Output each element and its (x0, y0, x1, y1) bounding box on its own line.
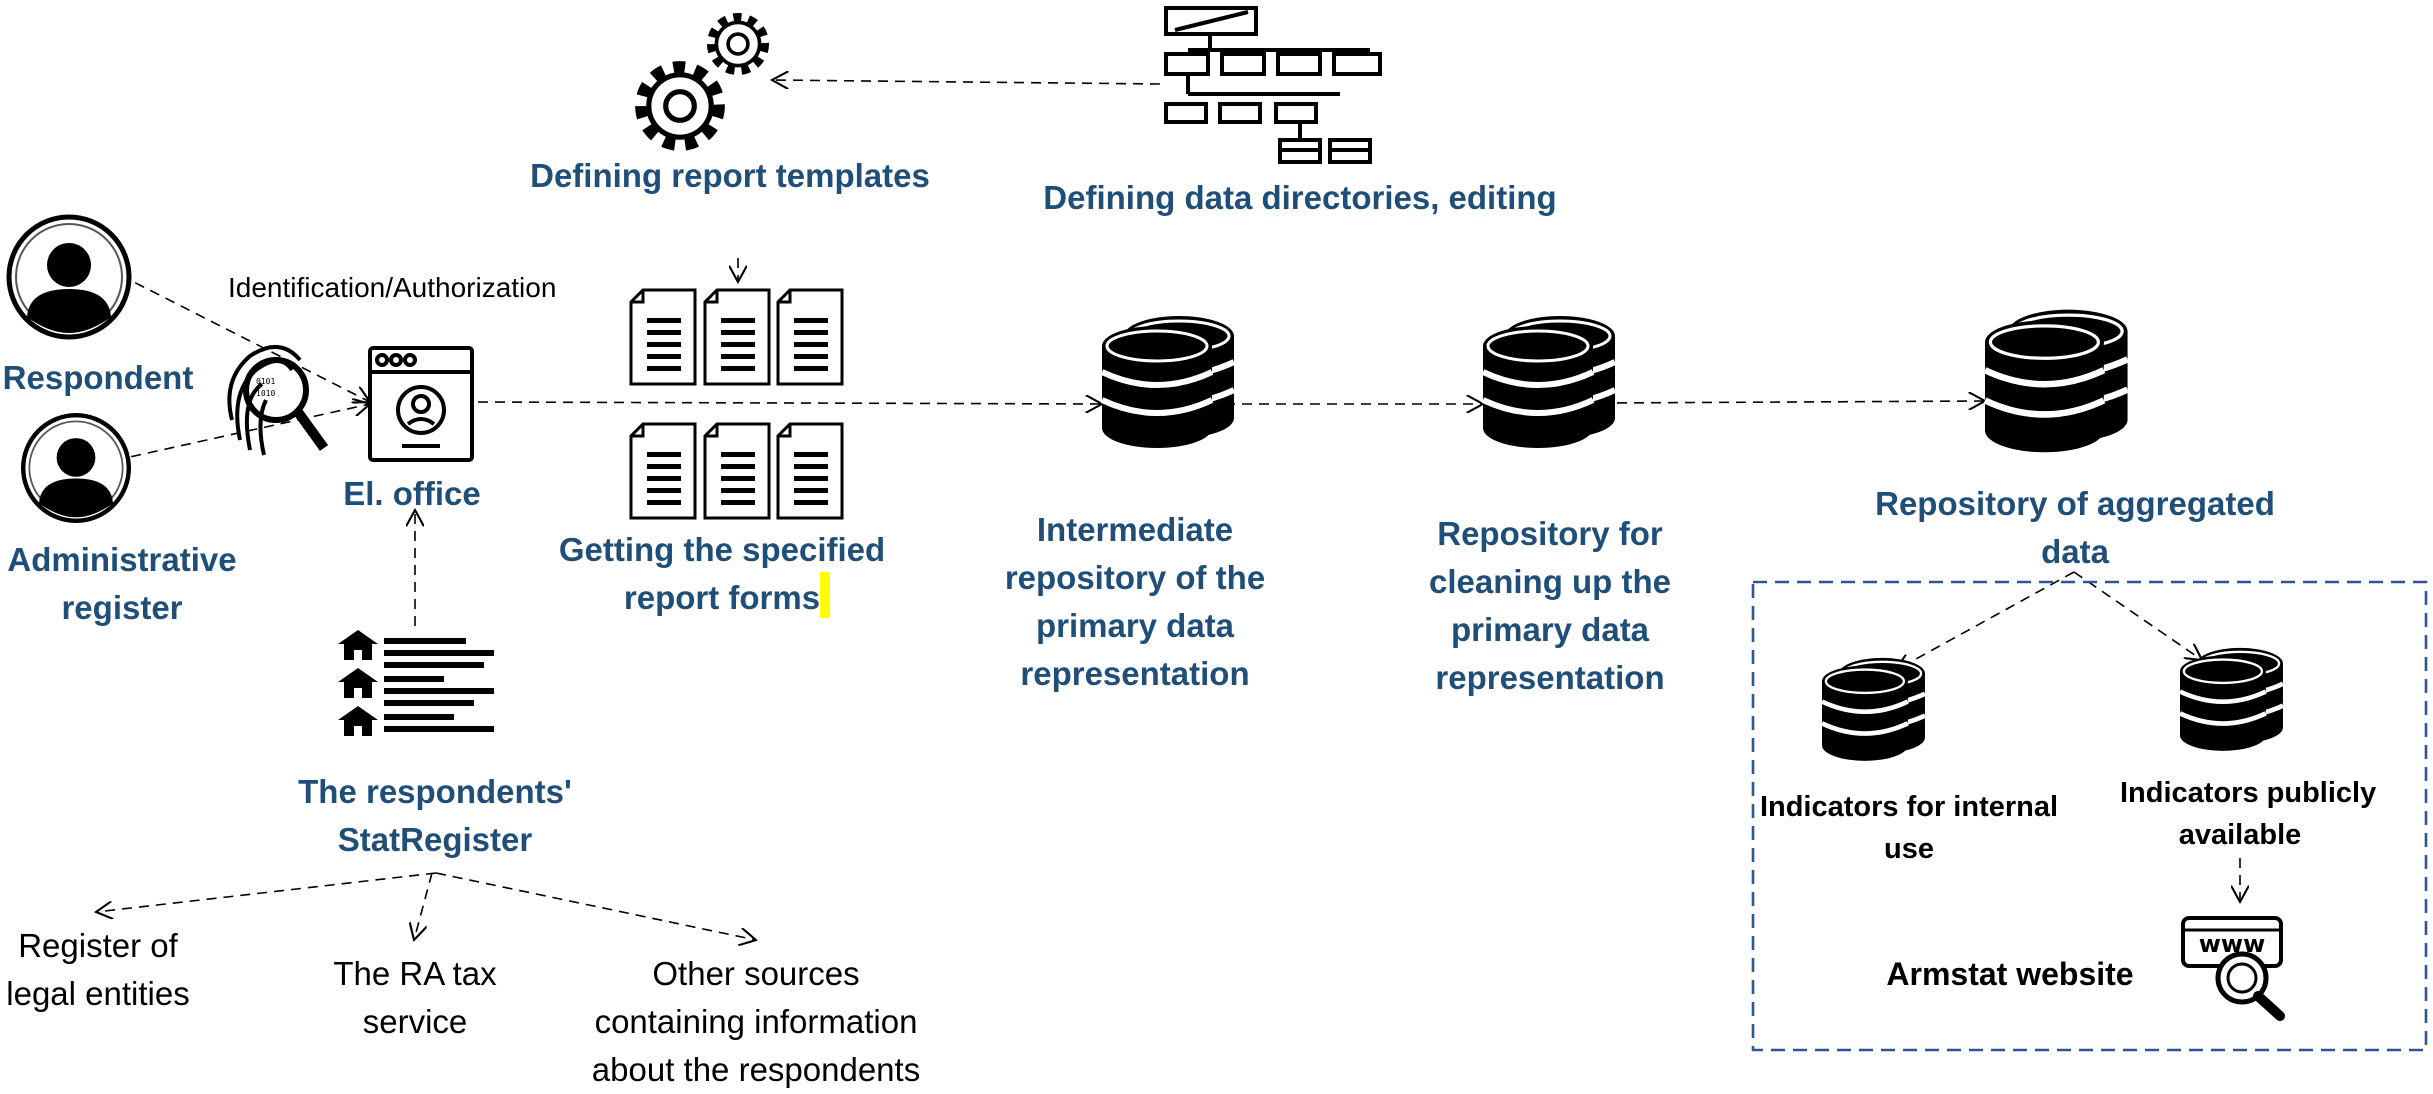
label-indicators-internal: Indicators for internal use (1746, 786, 2072, 870)
document-icon (703, 422, 771, 520)
label-getting-report-forms: Getting the specified report forms (550, 526, 894, 622)
label-line: Intermediate (1036, 511, 1234, 548)
label-administrative-register: Administrative register (0, 536, 244, 632)
arrow-admin-register-to-office (97, 404, 370, 465)
label-line: legal entities (6, 975, 190, 1012)
label-line: Indicators publicly (2120, 777, 2377, 809)
arrow-statregister-to-tax-service (414, 872, 433, 940)
label-line: The RA tax (333, 955, 497, 992)
document-icon (629, 422, 697, 520)
arrow-directories-to-templates (772, 80, 1161, 84)
document-icon (776, 422, 844, 520)
connectors (96, 80, 2240, 940)
label-indicators-public: Indicators publicly available (2120, 772, 2377, 856)
arrow-aggregated-to-internal (1896, 571, 2075, 670)
person-icon (23, 415, 129, 521)
label-aggregated-repository: Repository of aggregated data (1860, 480, 2290, 576)
label-stat-register: The respondents' StatRegister (270, 768, 600, 864)
label-line: use (1884, 833, 1934, 865)
label-line: repository of the (1004, 559, 1266, 596)
directory-tree-icon (1164, 6, 1382, 164)
publication-frame (1751, 580, 2428, 1052)
arrow-aggregated-to-public (2073, 571, 2202, 660)
arrow-cleaning-to-aggregated (1599, 401, 1985, 403)
label-el-office: El. office (343, 475, 481, 512)
label-defining-data-directories: Defining data directories, editing (1043, 179, 1557, 216)
label-line: data (2041, 533, 2109, 570)
fingerprint-search-icon: 0101 1010 (227, 345, 329, 456)
label-line: Register of (18, 927, 178, 964)
database-icon (1985, 310, 2128, 453)
www-text: www (2199, 930, 2266, 958)
document-icon (776, 288, 844, 386)
label-line: service (362, 1003, 468, 1040)
label-line: primary data (1035, 607, 1235, 644)
house-register-icon (338, 630, 494, 736)
label-line: containing information (594, 1003, 918, 1040)
label-line: Repository of aggregated (1875, 485, 2275, 522)
database-icon (1483, 316, 1615, 448)
label-line: Repository for (1437, 515, 1663, 552)
label-line: about the respondents (591, 1051, 921, 1088)
text-highlight-mark (820, 572, 830, 618)
label-line: Other sources (652, 955, 860, 992)
document-icon (629, 288, 697, 386)
label-cleaning-repository: Repository for cleaning up the primary d… (1410, 510, 1690, 702)
label-line: Indicators for internal (1759, 791, 2059, 823)
document-icon (703, 288, 771, 386)
label-defining-report-templates: Defining report templates (530, 157, 930, 194)
www-search-icon: www (2181, 916, 2285, 1021)
document-icon-group-top (629, 288, 844, 386)
label-ra-tax-service: The RA tax service (300, 950, 530, 1046)
label-line: Getting the specified (558, 531, 886, 568)
label-line: cleaning up the (1428, 563, 1672, 600)
arrow-statregister-to-other-sources (435, 872, 756, 940)
database-icon (1102, 316, 1234, 448)
arrow-office-to-intermediate (477, 402, 1102, 404)
label-line: representation (1435, 659, 1665, 696)
label-line: Administrative (7, 541, 237, 578)
label-identification-authorization: Identification/Authorization (228, 272, 557, 303)
label-intermediate-repository: Intermediate repository of the primary d… (1000, 506, 1270, 698)
label-armstat-website: Armstat website (1886, 956, 2134, 992)
gears-icon (641, 17, 765, 145)
svg-text:0101: 0101 (256, 377, 275, 386)
label-line: The respondents' (298, 773, 572, 810)
arrow-statregister-to-legal-entities (96, 872, 437, 912)
person-icon (9, 217, 129, 337)
database-icon (2180, 648, 2283, 751)
label-other-sources: Other sources containing information abo… (570, 950, 942, 1094)
browser-window-icon (368, 346, 474, 462)
label-respondent: Respondent (2, 359, 194, 396)
document-icon-group-bottom (629, 422, 844, 520)
label-register-legal-entities: Register of legal entities (0, 922, 196, 1018)
label-line: register (61, 589, 183, 626)
label-line: representation (1020, 655, 1250, 692)
label-line: report forms (623, 579, 821, 616)
svg-text:1010: 1010 (256, 389, 275, 398)
arrow-respondent-to-office (119, 274, 370, 402)
label-line: primary data (1450, 611, 1650, 648)
database-icon (1822, 658, 1925, 761)
label-line: available (2178, 819, 2302, 851)
label-line: StatRegister (337, 821, 533, 858)
